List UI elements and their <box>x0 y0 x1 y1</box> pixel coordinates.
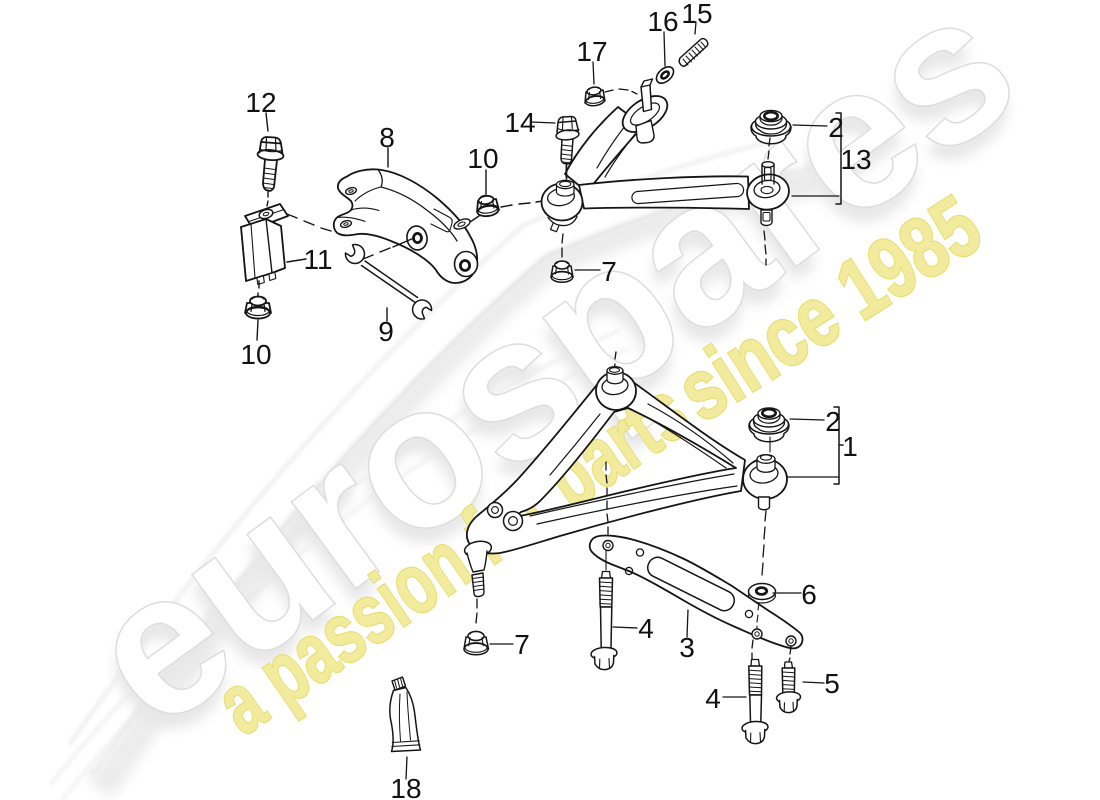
svg-text:9: 9 <box>378 316 394 347</box>
svg-text:6: 6 <box>801 579 817 610</box>
svg-text:18: 18 <box>390 773 421 800</box>
svg-text:17: 17 <box>576 36 607 67</box>
svg-text:10: 10 <box>467 143 498 174</box>
svg-text:10: 10 <box>240 339 271 370</box>
svg-text:14: 14 <box>504 107 535 138</box>
svg-text:4: 4 <box>638 613 654 644</box>
svg-text:7: 7 <box>514 629 530 660</box>
svg-text:7: 7 <box>601 256 617 287</box>
svg-text:4: 4 <box>705 683 721 714</box>
svg-text:2: 2 <box>825 406 841 437</box>
svg-text:8: 8 <box>379 122 395 153</box>
svg-text:5: 5 <box>824 668 840 699</box>
svg-text:13: 13 <box>840 144 871 175</box>
svg-text:16: 16 <box>647 6 678 37</box>
svg-text:15: 15 <box>681 0 712 29</box>
svg-text:12: 12 <box>245 87 276 118</box>
svg-text:3: 3 <box>679 632 695 663</box>
svg-text:11: 11 <box>303 244 332 275</box>
svg-text:1: 1 <box>842 431 858 462</box>
svg-text:2: 2 <box>828 112 844 143</box>
